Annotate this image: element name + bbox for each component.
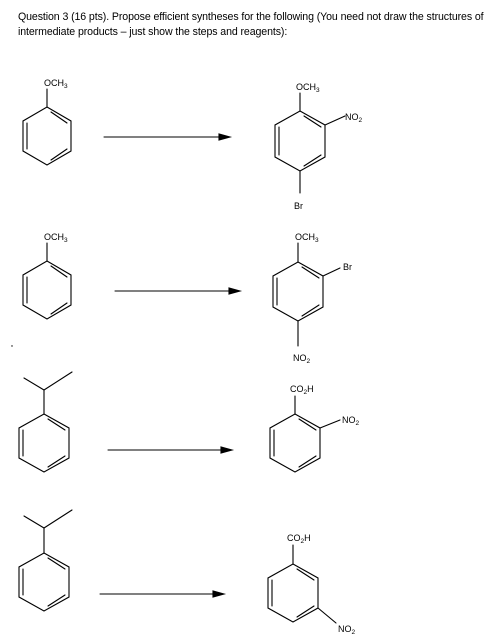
br-label: Br [294,201,303,211]
reaction-arrow [114,287,243,295]
question-text: Question 3 (16 pts). Propose efficient s… [18,11,484,38]
reaction-1: OCH3 OCH3 NO2 Br [22,78,363,211]
och3-label: OCH3 [44,78,68,90]
och3-label: OCH3 [44,232,68,244]
reaction-2: OCH3 OCH3 Br NO2 [22,232,352,365]
reaction-arrow [99,590,227,598]
stray-mark [11,345,13,347]
och3-label: OCH3 [295,232,319,244]
cumene-structure [18,371,73,473]
anisole-structure: OCH3 [22,78,72,166]
product-1-structure: OCH3 NO2 Br [274,82,363,211]
br-label: Br [343,262,352,272]
reaction-4: CO2H NO2 [18,509,356,636]
reaction-arrow [103,133,233,141]
co2h-label: CO2H [290,384,314,396]
no2-label: NO2 [338,624,356,636]
reaction-3: CO2H NO2 [18,371,360,473]
product-4-structure: CO2H NO2 [267,533,356,636]
no2-label: NO2 [293,353,311,365]
och3-label: OCH3 [296,82,320,94]
reaction-arrow [107,446,235,454]
anisole-structure: OCH3 [22,232,72,320]
product-2-structure: OCH3 Br NO2 [272,232,352,365]
cumene-structure [18,509,73,612]
no2-label: NO2 [345,112,363,124]
no2-label: NO2 [342,415,360,427]
co2h-label: CO2H [287,533,311,545]
product-3-structure: CO2H NO2 [269,384,360,473]
